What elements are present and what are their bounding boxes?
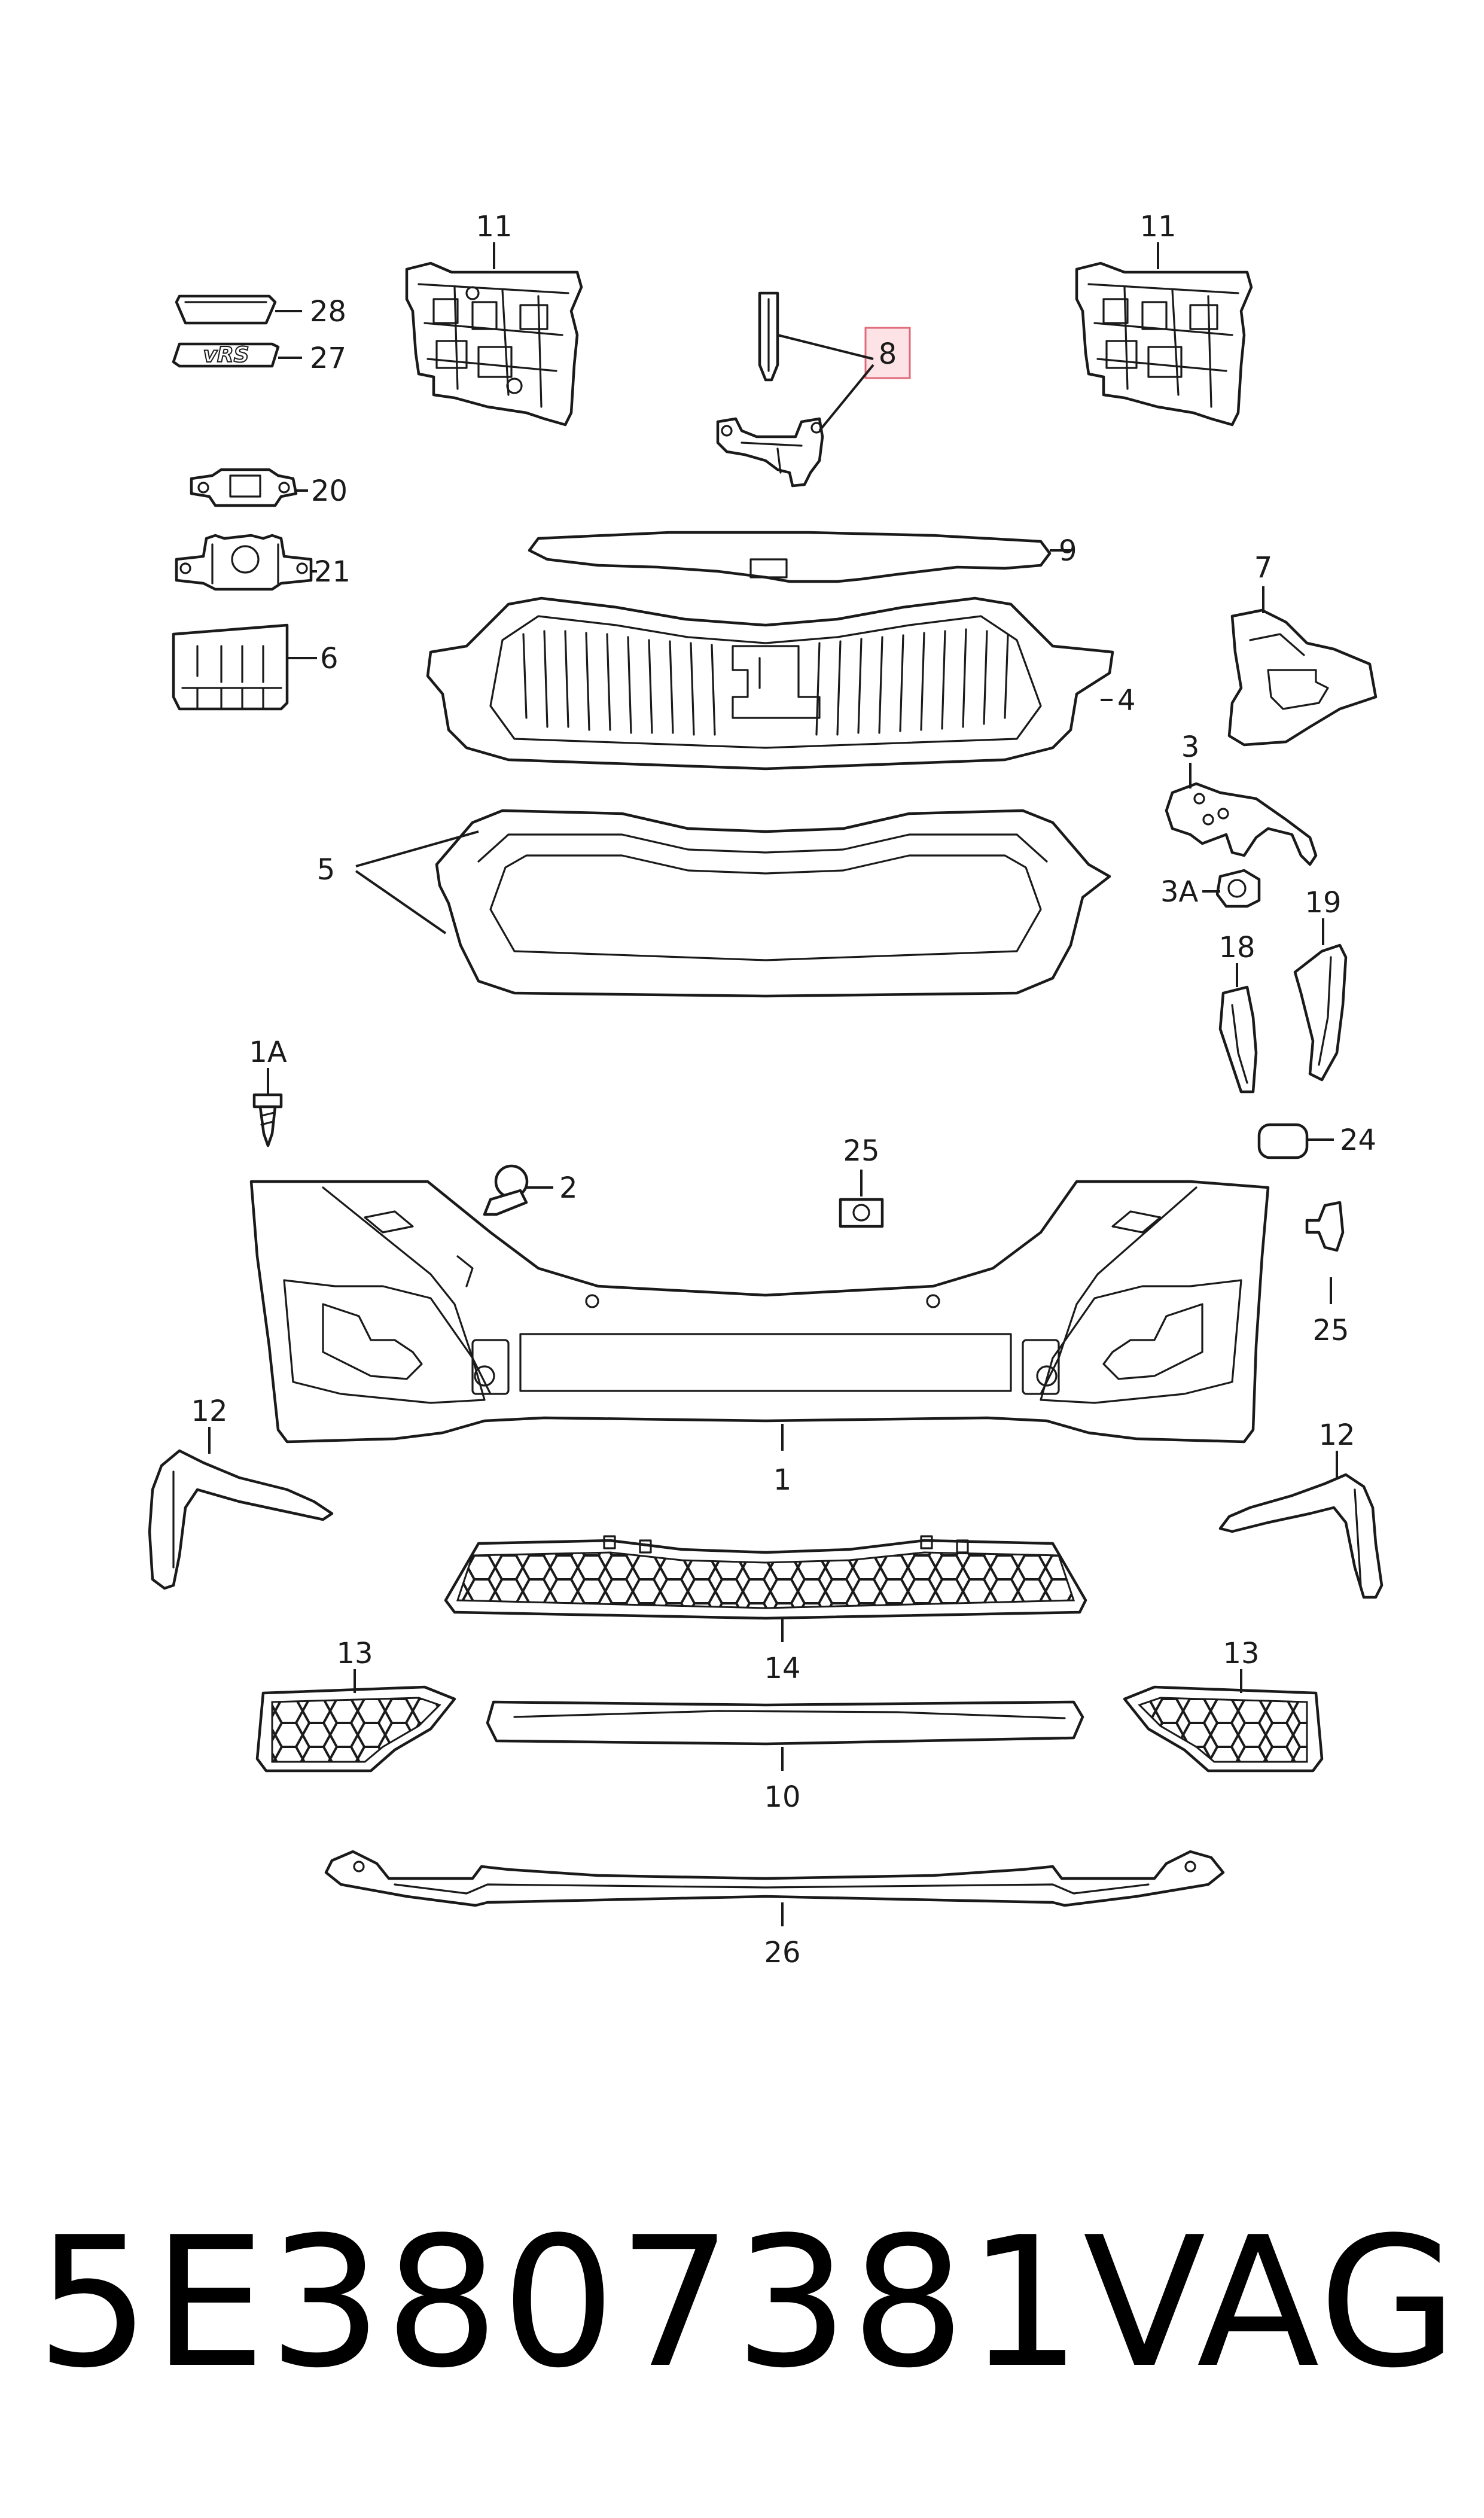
callout-6: 6 xyxy=(320,642,339,675)
svg-text:vRS: vRS xyxy=(203,343,249,367)
callout-26: 26 xyxy=(764,1936,800,1969)
callout-1: 1 xyxy=(773,1463,792,1497)
callout-27: 27 xyxy=(310,342,346,375)
part-18-side-trim xyxy=(1218,985,1258,1094)
callout-13-left: 13 xyxy=(336,1637,373,1670)
callout-4: 4 xyxy=(1117,684,1136,717)
callout-19: 19 xyxy=(1305,886,1341,919)
part-11-right-bracket xyxy=(1075,261,1253,427)
part-27-vrs-badge: vRS xyxy=(172,342,280,368)
callout-3a: 3A xyxy=(1160,875,1199,909)
callout-25-top: 25 xyxy=(843,1134,879,1168)
part-21-mount-bracket xyxy=(175,534,313,591)
callout-5: 5 xyxy=(317,853,336,887)
callout-3: 3 xyxy=(1181,730,1200,764)
part-7-side-bracket xyxy=(1227,608,1378,747)
part-3a-clip-nut xyxy=(1215,869,1261,908)
part-1-bumper-cover xyxy=(249,1180,1270,1444)
callout-13-right: 13 xyxy=(1223,1637,1259,1670)
callout-25-right: 25 xyxy=(1312,1314,1349,1347)
part-13-left-side-mesh xyxy=(255,1685,456,1773)
part-26-spoiler-lip xyxy=(324,1850,1225,1907)
grille-slats xyxy=(522,628,1009,736)
callout-10: 10 xyxy=(764,1780,800,1814)
callout-2: 2 xyxy=(559,1171,578,1205)
part-25-clip-side xyxy=(1305,1201,1345,1252)
callout-1a: 1A xyxy=(249,1036,287,1069)
part-3-bracket xyxy=(1165,782,1318,866)
callout-11-left: 11 xyxy=(476,210,512,243)
callout-8-highlight xyxy=(864,327,911,379)
callout-24: 24 xyxy=(1340,1123,1376,1157)
part-5-grille-frame xyxy=(435,809,1111,998)
part-28-emblem-strip xyxy=(175,294,277,325)
part-9-upper-trim-strip xyxy=(528,531,1052,583)
brand-label: VAG xyxy=(1083,2199,1460,2407)
part-2-plug xyxy=(483,1164,529,1216)
part-6-guide-panel xyxy=(172,623,289,711)
footer: 5E3807381 VAG xyxy=(0,2178,1484,2429)
callout-11-right: 11 xyxy=(1139,210,1176,243)
part-12-right-trim xyxy=(1218,1473,1384,1599)
callout-21: 21 xyxy=(314,555,351,589)
part-12-left-trim xyxy=(148,1449,334,1590)
callout-9: 9 xyxy=(1059,534,1077,568)
callout-8: 8 xyxy=(879,337,897,371)
part-8-pin-and-bracket xyxy=(716,291,824,488)
part-19-side-trim xyxy=(1293,943,1348,1082)
part-14-lower-grille-mesh xyxy=(444,1535,1087,1620)
callout-28: 28 xyxy=(310,295,346,328)
part-20-clip xyxy=(190,468,298,507)
part-24-cover-cap xyxy=(1257,1123,1309,1159)
callout-12-right: 12 xyxy=(1318,1418,1355,1452)
part-4-radiator-grille xyxy=(426,596,1114,771)
callout-7: 7 xyxy=(1254,551,1273,584)
part-number-label: 5E3807381 xyxy=(36,2199,1084,2407)
callout-14: 14 xyxy=(764,1652,800,1685)
part-1a-screw xyxy=(252,1093,283,1147)
part-11-left-bracket xyxy=(405,261,583,427)
part-25-clip-top xyxy=(839,1198,884,1228)
callout-18: 18 xyxy=(1218,931,1255,964)
part-13-right-side-mesh xyxy=(1123,1685,1324,1773)
callout-12-left: 12 xyxy=(191,1395,227,1428)
callout-20: 20 xyxy=(311,474,348,508)
part-10-lower-trim-strip xyxy=(486,1700,1084,1746)
